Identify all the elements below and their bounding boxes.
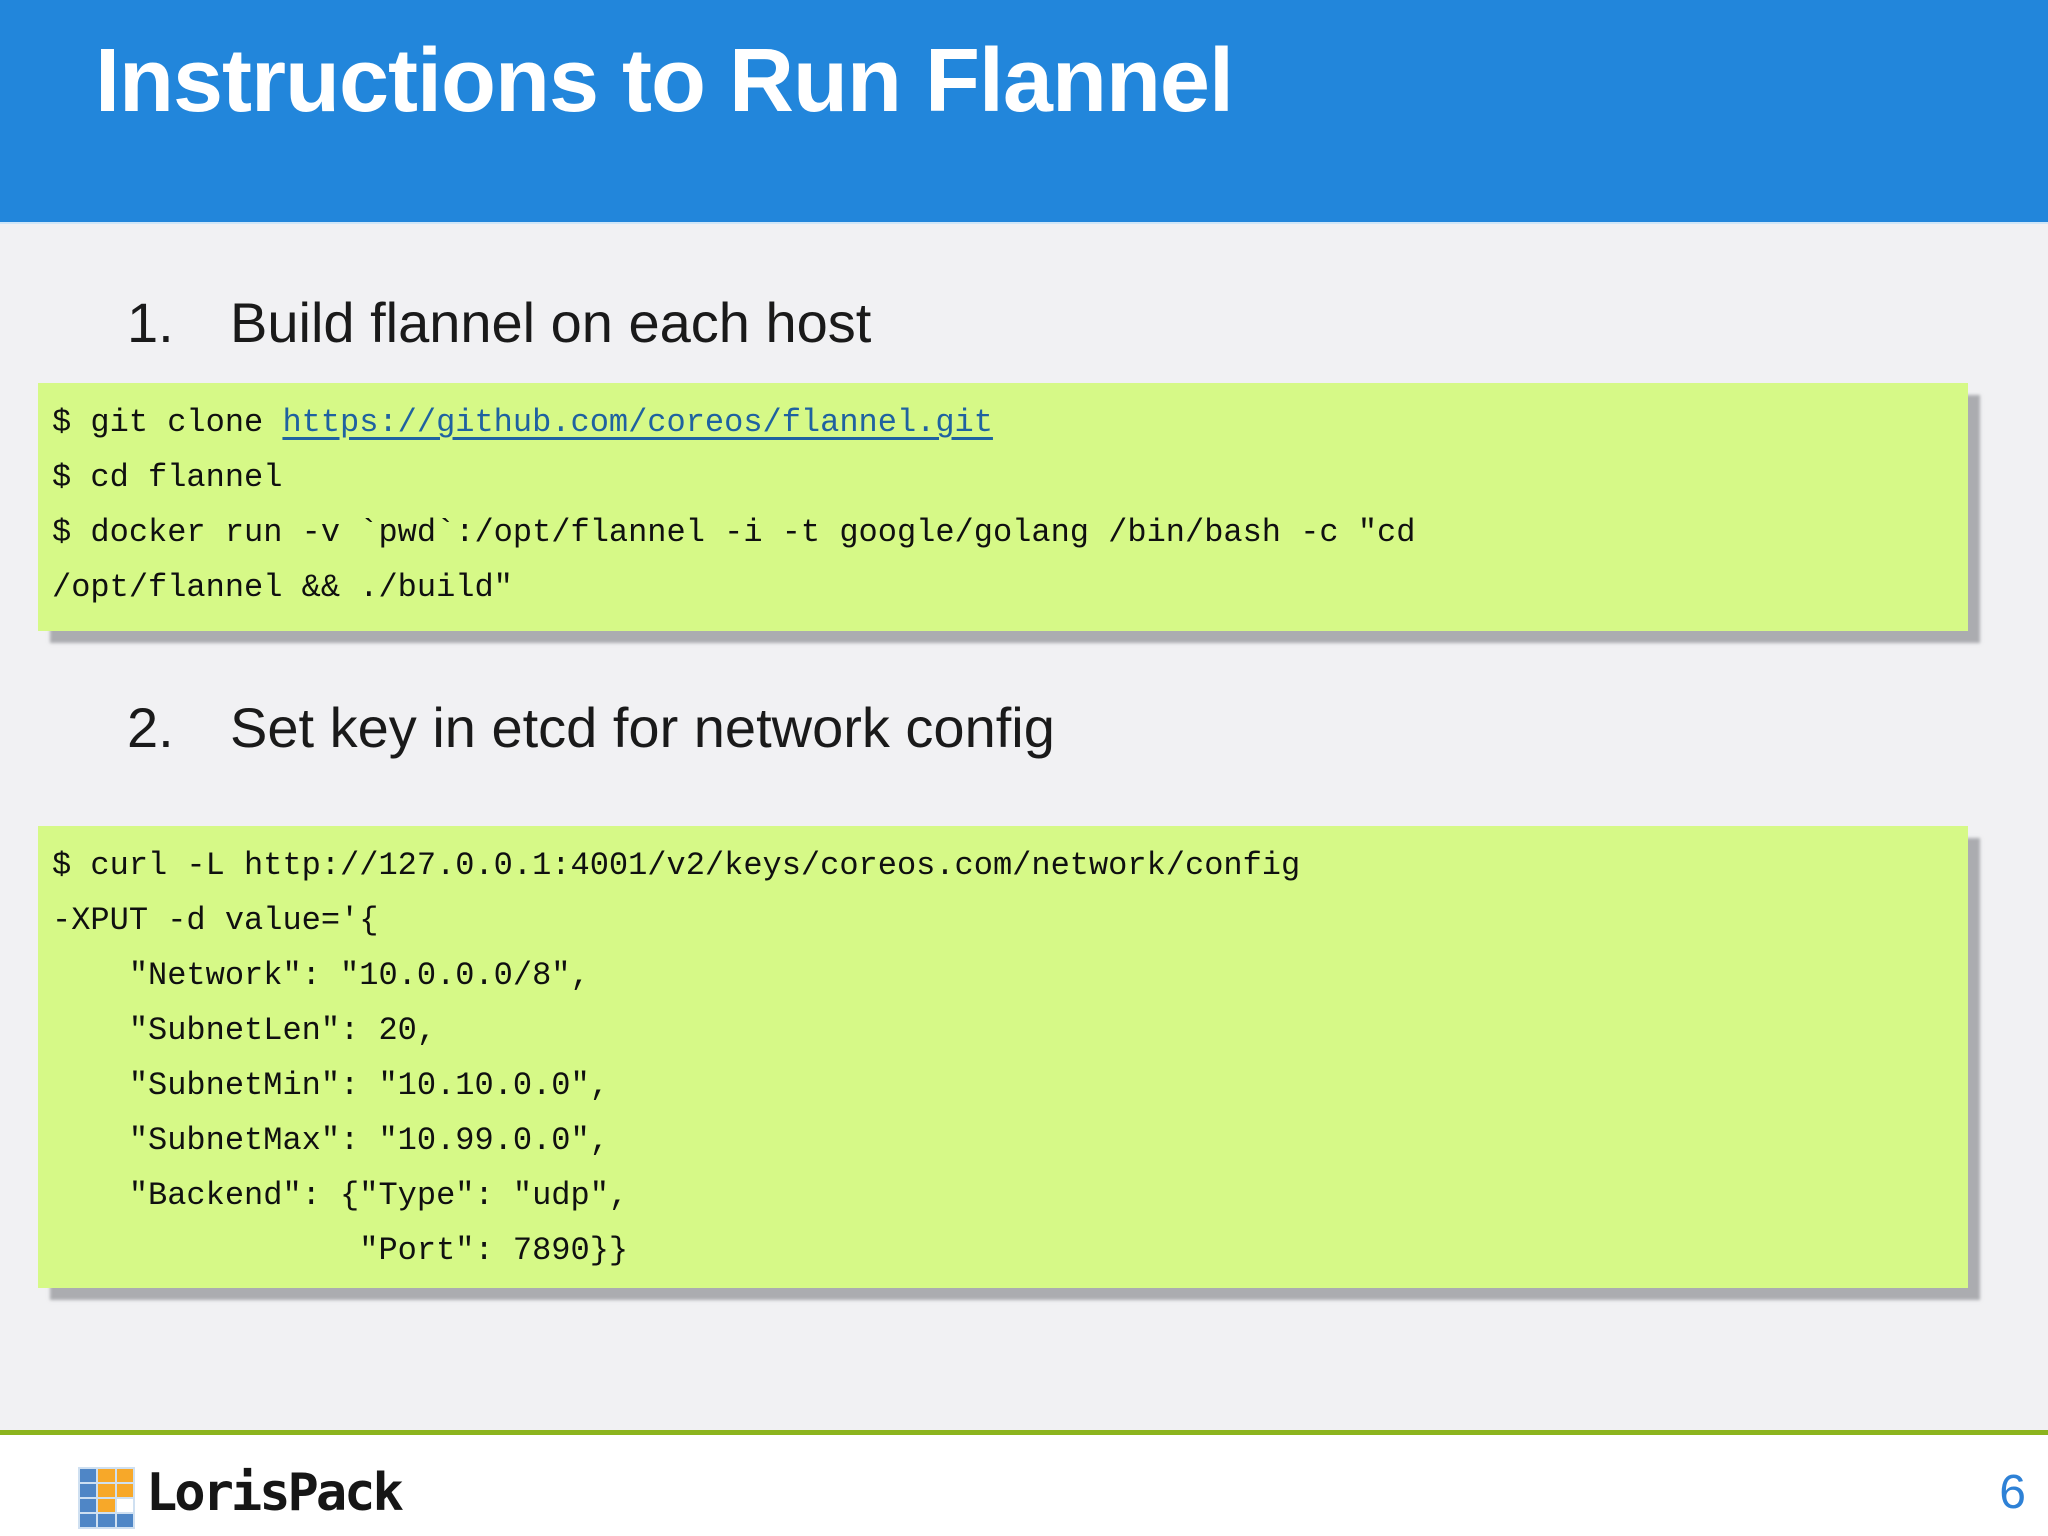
logo-cell [98, 1469, 115, 1482]
logo-cell [98, 1514, 115, 1527]
logo-cell [80, 1514, 97, 1527]
logo-cell [98, 1484, 115, 1497]
code-line: "Backend": {"Type": "udp", [52, 1177, 629, 1214]
logo-cell [116, 1499, 133, 1512]
code-line: "Port": 7890}} [52, 1232, 629, 1269]
logo-cell [80, 1469, 97, 1482]
page-number: 6 [1999, 1466, 2026, 1519]
flannel-repo-link[interactable]: https://github.com/coreos/flannel.git [282, 404, 993, 441]
code-block-build: $ git clone https://github.com/coreos/fl… [38, 383, 1968, 631]
logo-cell [80, 1484, 97, 1497]
logo-cell [116, 1514, 133, 1527]
logo-cell [98, 1499, 115, 1512]
code-line: "SubnetLen": 20, [52, 1012, 437, 1049]
logo-cell [80, 1499, 97, 1512]
lorispack-logo-text: LorisPack [146, 1463, 404, 1523]
header-bar: Instructions to Run Flannel [0, 0, 2048, 224]
logo-cell [116, 1484, 133, 1497]
step-2-heading: 2. Set key in etcd for network config [127, 695, 1055, 760]
code-line: "Network": "10.0.0.0/8", [52, 957, 590, 994]
footer: LorisPack 6 [0, 1435, 2048, 1536]
footer-divider [0, 1430, 2048, 1435]
code-line: $ docker run -v `pwd`:/opt/flannel -i -t… [52, 514, 1416, 551]
code-line: $ cd flannel [52, 459, 283, 496]
logo-cell [116, 1469, 133, 1482]
code-line: -XPUT -d value='{ [52, 902, 379, 939]
code-line: "SubnetMax": "10.99.0.0", [52, 1122, 609, 1159]
code-line: "SubnetMin": "10.10.0.0", [52, 1067, 609, 1104]
code-line: $ git clone https://github.com/coreos/fl… [52, 395, 1968, 450]
lorispack-logo-icon [78, 1467, 135, 1529]
code-git-clone-prefix: $ git clone [52, 404, 283, 441]
code-block-etcd-config: $ curl -L http://127.0.0.1:4001/v2/keys/… [38, 826, 1968, 1288]
step-2-number: 2. [127, 696, 174, 759]
code-line: /opt/flannel && ./build" [52, 569, 513, 606]
step-1-number: 1. [127, 291, 174, 354]
step-1-heading: 1. Build flannel on each host [127, 290, 871, 355]
step-1-label: Build flannel on each host [230, 291, 872, 354]
step-2-label: Set key in etcd for network config [230, 696, 1055, 759]
page-title: Instructions to Run Flannel [95, 31, 1234, 131]
code-line: $ curl -L http://127.0.0.1:4001/v2/keys/… [52, 847, 1301, 884]
